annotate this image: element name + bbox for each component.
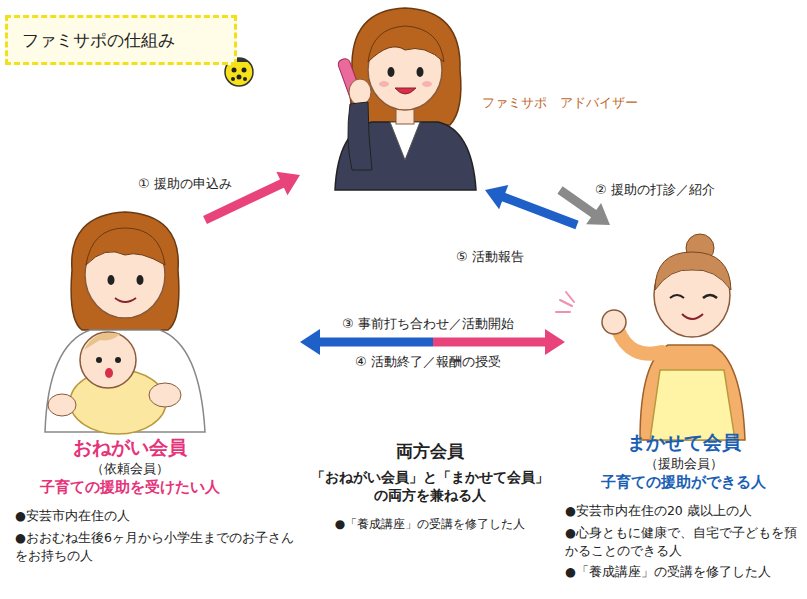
advisor-figure	[335, 8, 476, 190]
node-heading: ファミサポ アドバイザー	[482, 94, 638, 112]
member-node: まかせて会員（援助会員）子育ての援助ができる人 ●安芸市内在住の20 歳以上の人 ●…	[565, 225, 802, 581]
arrowhead	[300, 329, 320, 355]
arrowhead	[545, 329, 565, 355]
edge-label: ① 援助の申込み	[135, 176, 235, 193]
node-text: （依頼会員）	[15, 460, 245, 478]
node-text: 子育ての援助を受けたい人	[15, 478, 245, 498]
connector-shaft	[500, 196, 577, 225]
report-arrow	[485, 185, 577, 225]
edge-label: ② 援助の打診／紹介	[592, 182, 718, 199]
bullet-text: ●安芸市内在住の20 歳以上の人	[565, 502, 802, 520]
node-text: 子育ての援助ができる人	[565, 473, 802, 493]
node-heading: おねがい会員	[15, 435, 245, 460]
arrowhead	[586, 203, 610, 225]
bullet-text: ●おおむね生後6ヶ月から小学生までのお子さんをお持ちの人	[15, 529, 300, 565]
node-heading: まかせて会員	[565, 430, 802, 455]
bullet-text: ●心身ともに健康で、自宅で子どもを預かることのできる人	[565, 524, 802, 560]
arrowhead	[485, 185, 508, 209]
node-text: （援助会員）	[565, 455, 802, 473]
member-node: おねがい会員（依頼会員）子育ての援助を受けたい人 ●安芸市内在住の人 ●おおむね生後…	[15, 220, 300, 565]
mother-figure	[45, 212, 205, 434]
bullet-text: ●安芸市内在住の人	[15, 507, 300, 525]
connector-shaft	[316, 338, 549, 347]
helper-figure	[556, 234, 745, 440]
node-text: 「おねがい会員」と「まかせて会員」の両方を兼ねる人	[305, 468, 555, 504]
arrowhead	[276, 172, 300, 195]
bullet-text: ●「養成講座」の受講を修了した人	[565, 563, 802, 581]
edge-label: ⑤ 活動報告	[453, 249, 527, 266]
step-label: ④ 活動終了／報酬の授受	[352, 354, 504, 371]
activity-arrow	[300, 329, 565, 355]
edge-label: ③ 事前打ち合わせ／活動開始	[339, 316, 517, 333]
diagram-title: ファミサポの仕組み	[5, 15, 237, 65]
advisor-node: ファミサポ アドバイザー	[300, 0, 665, 190]
node-heading: 両方会員	[305, 440, 555, 462]
member-node: 両方会員「おねがい会員」と「まかせて会員」の両方を兼ねる人 ●「養成講座」の受講を…	[305, 440, 555, 533]
bullet-text: ●「養成講座」の受講を修了した人	[305, 516, 555, 533]
